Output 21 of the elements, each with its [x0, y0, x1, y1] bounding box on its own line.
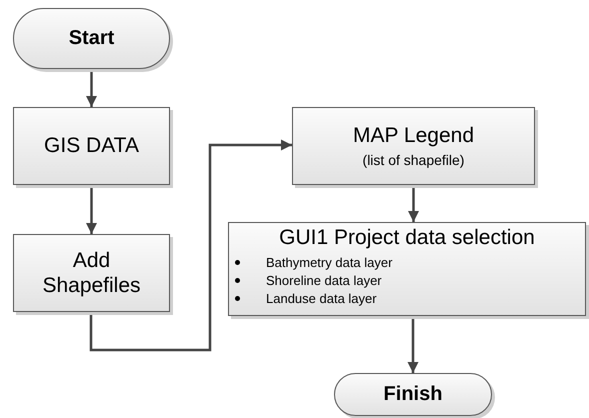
arrow [407, 316, 419, 373]
list-item: Bathymetry data layer [266, 254, 392, 270]
subtitle: (list of shapefile) [362, 152, 464, 169]
node-label: GIS DATA [44, 133, 139, 159]
heading: GUI1 Project data selection [278, 226, 536, 250]
list-item: Landuse data layer [266, 290, 377, 306]
arrow [86, 185, 98, 234]
arrow [408, 185, 420, 222]
node-label: MAP Legend [352, 123, 474, 148]
process-box [292, 107, 535, 185]
terminal-pill [334, 373, 492, 416]
terminal-pill [13, 8, 170, 69]
process-box [13, 234, 170, 312]
process-box [228, 222, 586, 316]
arrow [90, 139, 292, 352]
node-label: Add Shapefiles [41, 248, 142, 298]
node-label: Start [68, 27, 114, 50]
process-box [13, 107, 170, 185]
node-label: Finish [384, 383, 442, 406]
list-item: Shoreline data layer [266, 272, 382, 288]
arrow [86, 69, 98, 107]
